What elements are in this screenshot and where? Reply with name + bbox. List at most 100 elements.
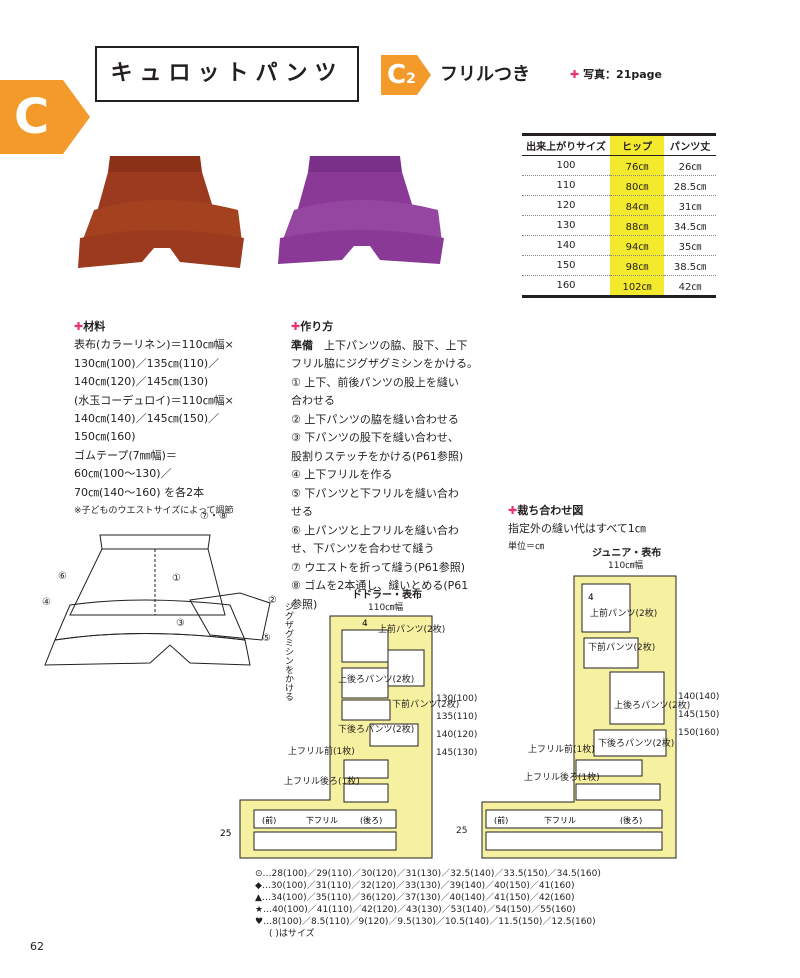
- method-line: ① 上下、前後パンツの股上を縫い: [291, 375, 459, 389]
- right-heights: 140(140) 145(150) 150(160): [678, 688, 719, 742]
- left-heights: 130(100) 135(110) 140(120) 145(130): [436, 690, 477, 762]
- left-height: 135(110): [436, 712, 478, 722]
- materials-line: 表布(カラーリネン)＝110㎝幅×: [74, 338, 234, 352]
- legend-line: ★…40(100)／41(110)／42(120)／43(130)／53(140…: [255, 905, 576, 915]
- plus-icon: ✚: [74, 320, 84, 333]
- method-line: 準備 上下パンツの脇、股下、上下: [291, 338, 468, 352]
- left-lower-frill: 下フリル: [306, 816, 338, 825]
- hip-cell: 80㎝: [610, 175, 664, 196]
- right-piece-label: 上前パンツ(2枚): [590, 609, 658, 619]
- right-piece-label: 下後ろパンツ(2枚): [598, 739, 675, 749]
- plus-icon: ✚: [570, 68, 580, 81]
- hip-header: ヒップ: [610, 136, 664, 156]
- hip-cell: 88㎝: [610, 215, 664, 236]
- right-front-label: (前): [494, 815, 508, 825]
- method-line: ④ 上下フリルを作る: [291, 468, 393, 481]
- label-4: ④: [42, 597, 51, 608]
- length-cell: 34.5㎝: [664, 215, 716, 236]
- prep-label: 準備: [291, 338, 313, 352]
- length-cell: 28.5㎝: [664, 175, 716, 196]
- variant-badge-sub: 2: [406, 71, 416, 87]
- legend-line: ♥…8(100)／8.5(110)／9(120)／9.5(130)／10.5(1…: [255, 917, 596, 927]
- size-cell: 150: [522, 255, 610, 276]
- length-cell: 38.5㎝: [664, 255, 716, 276]
- cutting-section: ✚裁ち合わせ図 指定外の縫い代はすべて1㎝ 単位＝㎝: [508, 502, 646, 556]
- size-cell: 140: [522, 235, 610, 256]
- variant-name: フリルつき: [440, 64, 530, 85]
- length-cell: 42㎝: [678, 282, 702, 293]
- method-line: ⑧ ゴムを2本通し、縫いとめる(P61: [291, 579, 469, 592]
- method-line: ⑤ 下パンツと下フリルを縫い合わ: [291, 486, 459, 500]
- legend-line: ▲…34(100)／35(110)／36(120)／37(130)／40(140…: [255, 893, 575, 903]
- size-cell: 130: [522, 215, 610, 236]
- label-3: ③: [176, 618, 185, 629]
- left-frill-back: 上フリル後ろ(1枚): [284, 777, 360, 787]
- length-header: パンツ丈: [664, 136, 716, 156]
- left-height: 130(100): [436, 694, 478, 704]
- size-cell: 110: [522, 175, 610, 196]
- right-frill-front: 上フリル前(1枚): [528, 745, 595, 755]
- materials-note: ※子どものウエストサイズによって調節: [74, 506, 234, 517]
- left-dim-4: 4: [362, 619, 368, 629]
- photo-culotte-purple: [278, 156, 444, 264]
- method-section: ✚作り方 準備 上下パンツの脇、股下、上下 フリル脇にジグザグミシンをかける。 …: [291, 318, 478, 614]
- size-legend: ⊙…28(100)／29(110)／30(120)／31(130)／32.5(1…: [255, 868, 601, 940]
- method-line: 合わせる: [291, 394, 335, 407]
- size-cell: 160: [556, 280, 576, 291]
- left-height: 140(120): [436, 730, 478, 740]
- hip-cell: 76㎝: [610, 155, 664, 176]
- right-dim-4: 4: [588, 593, 594, 603]
- cutting-title: ✚裁ち合わせ図: [508, 504, 584, 517]
- zigzag-note: ジグザグミシンをかける: [283, 602, 293, 701]
- label-2: ②: [268, 595, 277, 606]
- method-line: 参照): [291, 597, 318, 611]
- right-fabric-width: 110㎝幅: [608, 561, 644, 571]
- method-line: ⑦ ウエストを折って縫う(P61参照): [291, 560, 466, 574]
- size-cell: 120: [522, 195, 610, 216]
- right-dim-25: 25: [456, 826, 468, 836]
- materials-line: ゴムテープ(7㎜幅)＝: [74, 448, 177, 462]
- left-piece-label: 下後ろパンツ(2枚): [338, 725, 415, 735]
- variant-badge: C2: [381, 55, 431, 95]
- label-7-8: ⑦・⑧: [200, 511, 228, 522]
- left-back-label: (後ろ): [360, 815, 382, 825]
- right-piece-label: 下前パンツ(2枚): [588, 643, 656, 653]
- legend-line: ( )はサイズ: [269, 929, 315, 939]
- piece-upper-front: [341, 629, 389, 663]
- method-line: せる: [291, 505, 313, 518]
- method-line: 股割りステッチをかける(P61参照): [291, 449, 464, 463]
- hip-cell: 102㎝: [610, 275, 664, 295]
- page-number: 62: [30, 940, 44, 953]
- hip-cell: 94㎝: [610, 235, 664, 256]
- right-height: 145(150): [678, 710, 720, 720]
- method-line: ⑥ 上パンツと上フリルを縫い合わ: [291, 523, 459, 537]
- left-fabric-width: 110㎝幅: [368, 603, 404, 613]
- method-line: せ、下パンツを合わせて縫う: [291, 542, 435, 555]
- method-title: ✚作り方: [291, 320, 334, 333]
- materials-title: ✚材料: [74, 320, 106, 333]
- variant-badge-letter: C: [387, 60, 407, 90]
- size-header: 出来上がりサイズ: [522, 136, 610, 156]
- left-piece-label: 下前パンツ(2枚): [392, 700, 460, 710]
- materials-line: 140㎝(120)／145㎝(130): [74, 375, 209, 389]
- label-1: ①: [172, 573, 181, 584]
- left-fabric-label: ドドラー・表布: [352, 590, 422, 601]
- materials-line: 140㎝(140)／145㎝(150)／: [74, 412, 220, 426]
- plus-icon: ✚: [508, 504, 518, 517]
- label-6: ⑥: [58, 571, 67, 582]
- label-5: ⑤: [262, 633, 271, 644]
- right-piece-label: 上後ろパンツ(2枚): [614, 701, 691, 711]
- method-line: ② 上下パンツの脇を縫い合わせる: [291, 412, 459, 426]
- construction-illustration: ⑦・⑧ ① ② ③ ④ ⑤ ⑥: [42, 511, 277, 666]
- left-piece-label: 上後ろパンツ(2枚): [338, 675, 415, 685]
- length-cell: 26㎝: [664, 155, 716, 176]
- page-title: キュロットパンツ: [95, 46, 359, 102]
- hip-cell: 98㎝: [610, 255, 664, 276]
- legend-line: ◆…30(100)／31(110)／32(120)／33(130)／39(140…: [255, 881, 575, 891]
- cutting-note: 指定外の縫い代はすべて1㎝: [508, 522, 646, 535]
- materials-line: 70㎝(140〜160) を各2本: [74, 485, 205, 499]
- photo-reference: ✚ 写真：21page: [570, 66, 662, 82]
- section-badge: C: [0, 80, 90, 154]
- left-cutting-layout: 4 25 (前) 下フリル (後ろ): [220, 615, 433, 859]
